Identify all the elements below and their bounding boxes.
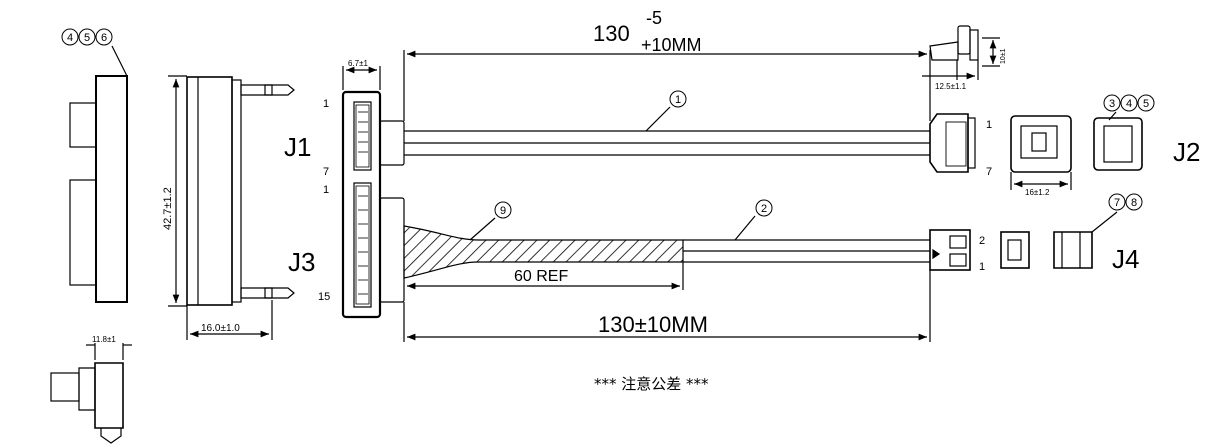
top-length-nominal: 130: [593, 21, 630, 46]
balloon-7-j4: 7: [1114, 197, 1120, 209]
balloon-3-j2: 3: [1109, 98, 1115, 110]
balloons: [61, 28, 1155, 219]
top-length-minus: -5: [646, 8, 662, 28]
leader-lines: [111, 45, 1118, 241]
pin-j1-last: 7: [323, 166, 329, 178]
balloon-4-left: 4: [67, 32, 73, 44]
balloon-4-j2: 4: [1126, 98, 1132, 110]
pin-j2-first: 1: [986, 119, 992, 131]
top-right-height: 10±1: [1000, 48, 1007, 64]
ref-length: 60 REF: [514, 268, 568, 285]
right-angle-detail: [50, 343, 132, 444]
tolerance-note: *** 注意公差 ***: [594, 375, 709, 393]
bottom-length: 130±10MM: [598, 312, 708, 337]
balloon-6-left: 6: [101, 32, 107, 44]
label-j2: J2: [1173, 137, 1200, 167]
pin-j4-last: 1: [979, 261, 985, 273]
left-side-view: [69, 75, 128, 303]
pin-j2-last: 7: [986, 166, 992, 178]
length-dimensions: [403, 50, 931, 342]
angle-width: 11.8±1: [92, 335, 116, 344]
pin-j3-last: 15: [318, 291, 330, 303]
front-view: [168, 75, 295, 340]
top-right-angle-connector: [922, 25, 1000, 80]
label-j4: J4: [1112, 244, 1139, 274]
body-depth: 16.0±1.0: [201, 323, 240, 334]
pin-j4-first: 2: [979, 235, 985, 247]
j2-width: 16±1.2: [1025, 188, 1050, 197]
top-length-plus: +10MM: [641, 35, 702, 55]
balloon-cable-2: 2: [761, 203, 767, 215]
j2-connector: [929, 113, 1143, 190]
body-width: 6.7±1: [348, 59, 369, 68]
balloon-cable-1: 1: [675, 94, 681, 106]
pin-j1-first: 1: [323, 98, 329, 110]
upper-cable: [404, 130, 930, 156]
pin-j3-first: 1: [323, 184, 329, 196]
j1-j3-housing: [341, 66, 405, 319]
top-right-width: 12.5±1.1: [935, 82, 967, 91]
balloon-8-j4: 8: [1131, 197, 1137, 209]
balloon-5-j2: 5: [1143, 98, 1149, 110]
j4-connector: [929, 229, 1093, 271]
lower-cable: [403, 225, 930, 279]
label-j3: J3: [288, 247, 315, 277]
balloon-sleeve-9: 9: [500, 205, 506, 217]
body-height: 42.7±1.2: [162, 187, 174, 230]
balloon-5-left: 5: [84, 32, 90, 44]
label-j1: J1: [284, 132, 311, 162]
